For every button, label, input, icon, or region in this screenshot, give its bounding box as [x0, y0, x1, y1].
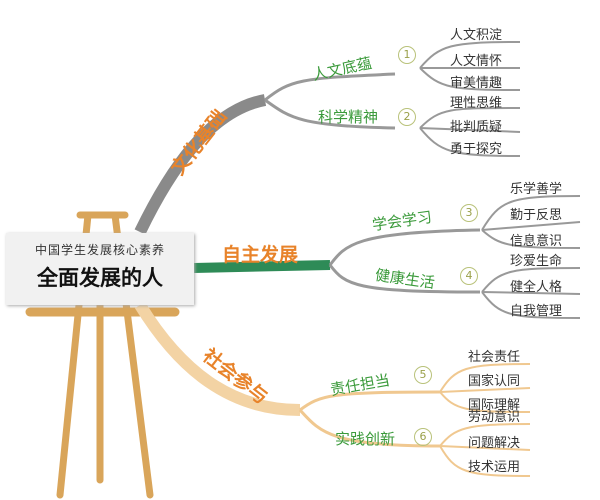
leaf-item: 信息意识	[510, 234, 563, 249]
number-badge: 2	[398, 108, 416, 126]
group-label: 科学精神	[318, 108, 379, 126]
leaf-item: 勤于反思	[510, 208, 563, 223]
center-subtitle: 中国学生发展核心素养	[34, 243, 165, 257]
leaf-item: 勇于探究	[450, 142, 503, 157]
center-board: 中国学生发展核心素养 全面发展的人	[6, 233, 194, 305]
leaf-item: 人文情怀	[450, 54, 503, 69]
leaf-item: 珍爱生命	[510, 254, 563, 269]
number-badge: 3	[460, 204, 478, 222]
leaf-item: 人文积淀	[450, 28, 503, 43]
leaf-item: 技术运用	[468, 460, 521, 475]
leaf-item: 国家认同	[468, 374, 521, 389]
center-title: 全面发展的人	[37, 266, 163, 290]
number-badge: 4	[460, 267, 478, 285]
leaf-item: 健全人格	[510, 280, 563, 295]
leaf-item: 理性思维	[450, 96, 503, 111]
leaf-item: 国际理解	[468, 398, 521, 413]
group-label: 实践创新	[335, 430, 396, 448]
leaf-item: 自我管理	[510, 304, 563, 319]
branch-label-autonomy: 自主发展	[222, 244, 299, 266]
leaf-item: 劳动意识	[468, 410, 521, 425]
leaf-item: 批判质疑	[450, 120, 503, 135]
leaf-item: 问题解决	[468, 436, 521, 451]
leaf-item: 乐学善学	[510, 182, 563, 197]
leaf-item: 社会责任	[468, 350, 521, 365]
number-badge: 6	[414, 428, 432, 446]
leaf-item: 审美情趣	[450, 76, 503, 91]
number-badge: 5	[414, 366, 432, 384]
number-badge: 1	[398, 46, 416, 64]
